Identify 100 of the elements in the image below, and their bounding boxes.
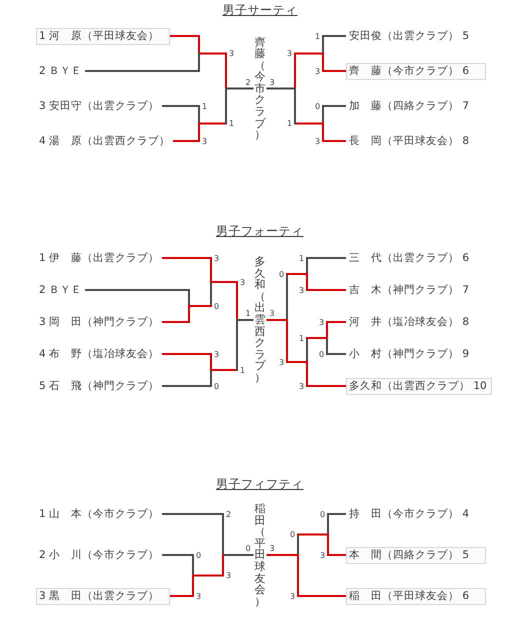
score-label: 1 — [240, 366, 246, 374]
score-label: 3 — [315, 66, 320, 76]
score-label: 3 — [268, 309, 276, 318]
champion-name: 稲田（平田球友会） — [254, 503, 266, 608]
bracket-line — [294, 52, 296, 90]
bracket-line — [225, 88, 254, 124]
bracket-line — [85, 52, 200, 72]
player-name: 河 井（塩冶球友会） 8 — [346, 314, 472, 330]
score-label: 3 — [214, 350, 220, 358]
player-name: 1 山 本（今市クラブ） — [36, 506, 162, 522]
score-label: 1 — [202, 102, 208, 110]
score-label: 3 — [196, 592, 202, 600]
highlighted-player-name: 本 間（四絡クラブ） 5 — [346, 546, 486, 564]
bracket-line — [327, 513, 346, 515]
score-label: 2 — [244, 78, 252, 86]
score-label: 3 — [315, 136, 320, 146]
score-label: 3 — [290, 592, 296, 600]
bracket-line — [192, 574, 224, 597]
player-name: 長 岡（平田球友会） 8 — [346, 132, 472, 150]
player-name: 加 藤（四絡クラブ） 7 — [346, 98, 472, 114]
highlighted-player-name: 3 黒 田（出雲クラブ） — [36, 588, 170, 604]
player-name: 3 安田守（出雲クラブ） — [36, 98, 162, 114]
bracket-line — [162, 513, 224, 515]
score-label: 3 — [202, 136, 208, 146]
bracket-line — [327, 554, 346, 556]
bracket-line — [306, 289, 346, 291]
bracket-line — [286, 273, 308, 291]
score-label: 1 — [287, 119, 292, 128]
bracket-line — [225, 52, 227, 90]
bracket-line — [222, 554, 224, 576]
score-label: 3 — [279, 358, 284, 366]
bracket-line — [297, 595, 346, 597]
player-name: 5 石 飛（神門クラブ） — [36, 378, 162, 394]
bracket-line — [306, 257, 346, 259]
score-label: 0 — [214, 302, 220, 310]
bracket-line — [222, 513, 254, 556]
score-label: 3 — [320, 550, 326, 560]
bracket-line — [170, 35, 227, 54]
player-name: 2 小 川（今市クラブ） — [36, 546, 162, 564]
score-label: 0 — [315, 102, 320, 110]
section-heading: 男子サーティ — [222, 3, 298, 18]
bracket-line — [306, 321, 328, 339]
score-label: 3 — [268, 78, 276, 86]
score-label: 3 — [287, 49, 292, 58]
score-label: 3 — [268, 544, 276, 553]
score-label: 1 — [299, 334, 304, 342]
score-label: 3 — [299, 286, 304, 294]
bracket-line — [266, 88, 296, 124]
bracket-line — [322, 105, 346, 107]
score-label: 1 — [315, 32, 320, 40]
score-label: 3 — [229, 49, 234, 58]
player-name: 2 ＢＹＥ — [36, 62, 86, 80]
player-name: 4 湯 原（出雲西クラブ） — [36, 132, 174, 150]
score-label: 1 — [299, 254, 304, 262]
bracket-line — [294, 122, 324, 142]
bracket-line — [162, 105, 200, 107]
bracket-line — [162, 385, 212, 387]
bracket-line — [297, 534, 329, 556]
highlighted-player-name: 多久和（出雲西クラブ） 10 — [346, 378, 492, 394]
score-label: 2 — [226, 510, 232, 518]
champion-name: 多久和（出雲西クラブ） — [254, 256, 266, 384]
score-label: 0 — [319, 350, 324, 358]
player-name: 4 布 野（塩冶球友会） — [36, 346, 162, 362]
score-label: 0 — [196, 550, 202, 560]
score-label: 3 — [240, 278, 246, 286]
bracket-line — [170, 595, 194, 597]
player-name: 三 代（出雲クラブ） 6 — [346, 250, 472, 266]
bracket-line — [286, 361, 308, 387]
bracket-line — [162, 554, 194, 556]
player-name: 3 岡 田（神門クラブ） — [36, 314, 162, 330]
player-name: 安田俊（出雲クラブ） 5 — [346, 28, 472, 44]
player-name: 吉 木（神門クラブ） 7 — [346, 282, 472, 298]
bracket-line — [266, 319, 288, 363]
score-label: 1 — [229, 119, 234, 128]
bracket-line — [322, 140, 346, 142]
bracket-line — [266, 554, 299, 597]
score-label: 0 — [320, 510, 326, 518]
bracket-line — [162, 353, 212, 355]
player-name: 小 村（神門クラブ） 9 — [346, 346, 472, 362]
bracket-line — [322, 70, 346, 72]
score-label: 3 — [299, 382, 304, 390]
score-label: 0 — [244, 544, 252, 553]
bracket-line — [210, 353, 238, 371]
score-label: 0 — [290, 530, 296, 539]
bracket-line — [162, 305, 212, 323]
highlighted-player-name: 稲 田（平田球友会） 6 — [346, 588, 486, 604]
highlighted-player-name: 1 河 原（平田球友会） — [36, 28, 170, 44]
score-label: 1 — [244, 309, 252, 318]
bracket-line — [326, 353, 346, 355]
section-heading: 男子フィフティ — [216, 477, 304, 492]
bracket-line — [306, 385, 346, 387]
player-name: 持 田（今市クラブ） 4 — [346, 506, 472, 522]
bracket-line — [162, 257, 212, 259]
bracket-line — [210, 257, 238, 283]
score-label: 0 — [279, 270, 284, 278]
highlighted-player-name: 齊 藤（今市クラブ） 6 — [346, 62, 486, 80]
bracket-line — [85, 289, 190, 307]
score-label: 3 — [214, 254, 220, 262]
bracket-line — [198, 122, 227, 142]
player-name: 2 ＢＹＥ — [36, 282, 86, 298]
